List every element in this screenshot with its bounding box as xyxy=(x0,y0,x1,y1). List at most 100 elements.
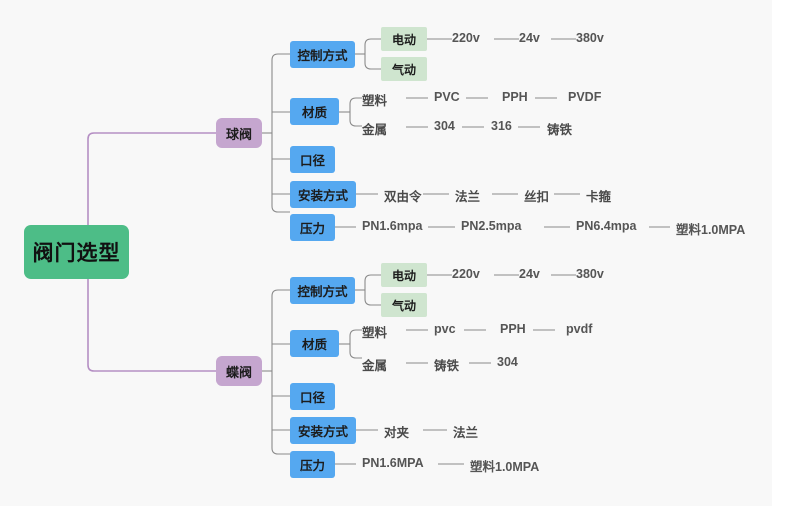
leaf-butterfly-pressure-1[interactable]: 塑料1.0MPA xyxy=(470,456,539,475)
leaf-label: PVDF xyxy=(568,90,602,104)
leaf-label: PN1.6MPA xyxy=(362,456,424,470)
node-butterfly-control-pneumatic-label: 气动 xyxy=(391,298,416,313)
root-node[interactable]: 阀门选型 xyxy=(24,225,129,279)
node-butterfly-pressure[interactable]: 压力 xyxy=(290,451,335,478)
leaf-ball-install-3[interactable]: 卡箍 xyxy=(586,186,611,205)
leaf-label: 24v xyxy=(519,267,540,281)
leaf-label: 金属 xyxy=(362,123,388,137)
leaf-label: 塑料 xyxy=(362,326,388,340)
leaf-ball-electric-220v[interactable]: 220v xyxy=(452,31,480,45)
leaf-ball-metal-cast-iron[interactable]: 铸铁 xyxy=(547,119,572,138)
leaf-ball-plastic-pph[interactable]: PPH xyxy=(502,90,528,104)
leaf-label: PVC xyxy=(434,90,460,104)
node-butterfly-control-electric-label: 电动 xyxy=(391,268,416,283)
leaf-label: pvc xyxy=(434,322,456,336)
node-ball-material[interactable]: 材质 xyxy=(290,98,339,125)
leaf-label: pvdf xyxy=(566,322,593,336)
leaf-label: 双由令 xyxy=(384,190,422,204)
leaf-ball-install-0[interactable]: 双由令 xyxy=(384,186,422,205)
leaf-label: 铸铁 xyxy=(434,359,460,373)
mindmap-canvas: 阀门选型 球阀 控制方式 电动 气动 220v 24v 380v 材质 塑料 P… xyxy=(24,27,746,478)
node-butterfly-control-mode[interactable]: 控制方式 xyxy=(290,277,355,304)
leaf-label: PN6.4mpa xyxy=(576,219,637,233)
leaf-label: PN2.5mpa xyxy=(461,219,522,233)
leaf-butterfly-metal-cast-iron[interactable]: 铸铁 xyxy=(434,355,459,374)
branch-node-butterfly-valve[interactable]: 蝶阀 xyxy=(216,356,262,386)
leaf-butterfly-install-1[interactable]: 法兰 xyxy=(453,422,478,441)
node-ball-control-mode-label: 控制方式 xyxy=(297,49,348,63)
leaf-ball-install-2[interactable]: 丝扣 xyxy=(524,186,549,205)
leaf-butterfly-material-metal[interactable]: 金属 xyxy=(362,355,387,374)
leaf-label: 铸铁 xyxy=(547,123,573,137)
node-ball-control-electric[interactable]: 电动 xyxy=(381,27,427,51)
node-butterfly-install-method[interactable]: 安装方式 xyxy=(290,417,356,444)
node-ball-diameter[interactable]: 口径 xyxy=(290,146,335,173)
leaf-label: 24v xyxy=(519,31,540,45)
leaf-label: 316 xyxy=(491,119,512,133)
leaf-ball-metal-304[interactable]: 304 xyxy=(434,119,455,133)
leaf-butterfly-metal-304[interactable]: 304 xyxy=(497,355,518,369)
leaf-butterfly-electric-380v[interactable]: 380v xyxy=(576,267,604,281)
leaf-ball-material-metal[interactable]: 金属 xyxy=(362,119,387,138)
leaf-label: 380v xyxy=(576,31,604,45)
branch-node-butterfly-valve-label: 蝶阀 xyxy=(225,364,252,380)
node-ball-control-electric-label: 电动 xyxy=(391,32,416,47)
leaf-butterfly-pressure-0[interactable]: PN1.6MPA xyxy=(362,456,424,470)
node-ball-control-pneumatic-label: 气动 xyxy=(391,62,416,77)
node-butterfly-diameter[interactable]: 口径 xyxy=(290,383,335,410)
leaf-ball-metal-316[interactable]: 316 xyxy=(491,119,512,133)
leaf-label: 220v xyxy=(452,267,480,281)
leaf-label: 塑料 xyxy=(362,94,388,108)
node-ball-pressure[interactable]: 压力 xyxy=(290,214,335,241)
node-ball-pressure-label: 压力 xyxy=(299,222,325,236)
leaf-butterfly-install-0[interactable]: 对夹 xyxy=(384,422,409,441)
leaf-label: 丝扣 xyxy=(524,190,550,204)
node-butterfly-material-label: 材质 xyxy=(301,338,327,352)
leaf-butterfly-electric-24v[interactable]: 24v xyxy=(519,267,540,281)
leaf-label: 法兰 xyxy=(455,190,481,204)
leaf-butterfly-electric-220v[interactable]: 220v xyxy=(452,267,480,281)
leaf-ball-install-1[interactable]: 法兰 xyxy=(455,186,480,205)
leaf-ball-material-plastic[interactable]: 塑料 xyxy=(362,90,387,109)
node-butterfly-install-method-label: 安装方式 xyxy=(297,425,348,439)
leaf-label: 380v xyxy=(576,267,604,281)
leaf-label: PN1.6mpa xyxy=(362,219,423,233)
node-butterfly-control-pneumatic[interactable]: 气动 xyxy=(381,293,427,317)
leaf-label: PPH xyxy=(500,322,526,336)
node-ball-control-mode[interactable]: 控制方式 xyxy=(290,41,355,68)
leaf-label: PPH xyxy=(502,90,528,104)
leaf-ball-pressure-2[interactable]: PN6.4mpa xyxy=(576,219,636,233)
leaf-ball-plastic-pvdf[interactable]: PVDF xyxy=(568,90,601,104)
node-butterfly-control-mode-label: 控制方式 xyxy=(297,285,348,299)
leaf-butterfly-plastic-pph[interactable]: PPH xyxy=(500,322,526,336)
leaf-label: 对夹 xyxy=(384,426,410,440)
leaf-label: 塑料1.0MPA xyxy=(470,460,540,474)
node-ball-control-pneumatic[interactable]: 气动 xyxy=(381,57,427,81)
leaf-ball-pressure-3[interactable]: 塑料1.0MPA xyxy=(676,219,745,238)
branch-node-ball-valve[interactable]: 球阀 xyxy=(216,118,262,148)
node-ball-install-method[interactable]: 安装方式 xyxy=(290,181,356,208)
leaf-label: 304 xyxy=(497,355,518,369)
root-node-label: 阀门选型 xyxy=(32,242,121,265)
node-ball-material-label: 材质 xyxy=(301,106,327,120)
node-ball-diameter-label: 口径 xyxy=(299,154,325,168)
node-butterfly-pressure-label: 压力 xyxy=(299,459,325,473)
branch-node-ball-valve-label: 球阀 xyxy=(225,126,252,142)
node-butterfly-material[interactable]: 材质 xyxy=(290,330,339,357)
leaf-label: 卡箍 xyxy=(586,190,612,204)
leaf-ball-electric-24v[interactable]: 24v xyxy=(519,31,540,45)
leaf-label: 塑料1.0MPA xyxy=(676,223,746,237)
leaf-butterfly-plastic-pvdf[interactable]: pvdf xyxy=(566,322,592,336)
leaf-label: 304 xyxy=(434,119,455,133)
leaf-label: 220v xyxy=(452,31,480,45)
leaf-ball-pressure-1[interactable]: PN2.5mpa xyxy=(461,219,521,233)
leaf-butterfly-plastic-pvc[interactable]: pvc xyxy=(434,322,456,336)
node-butterfly-control-electric[interactable]: 电动 xyxy=(381,263,427,287)
leaf-label: 金属 xyxy=(362,359,388,373)
leaf-butterfly-material-plastic[interactable]: 塑料 xyxy=(362,322,387,341)
leaf-ball-plastic-pvc[interactable]: PVC xyxy=(434,90,460,104)
leaf-ball-pressure-0[interactable]: PN1.6mpa xyxy=(362,219,422,233)
node-butterfly-diameter-label: 口径 xyxy=(299,391,325,405)
leaf-ball-electric-380v[interactable]: 380v xyxy=(576,31,604,45)
node-ball-install-method-label: 安装方式 xyxy=(297,189,348,203)
